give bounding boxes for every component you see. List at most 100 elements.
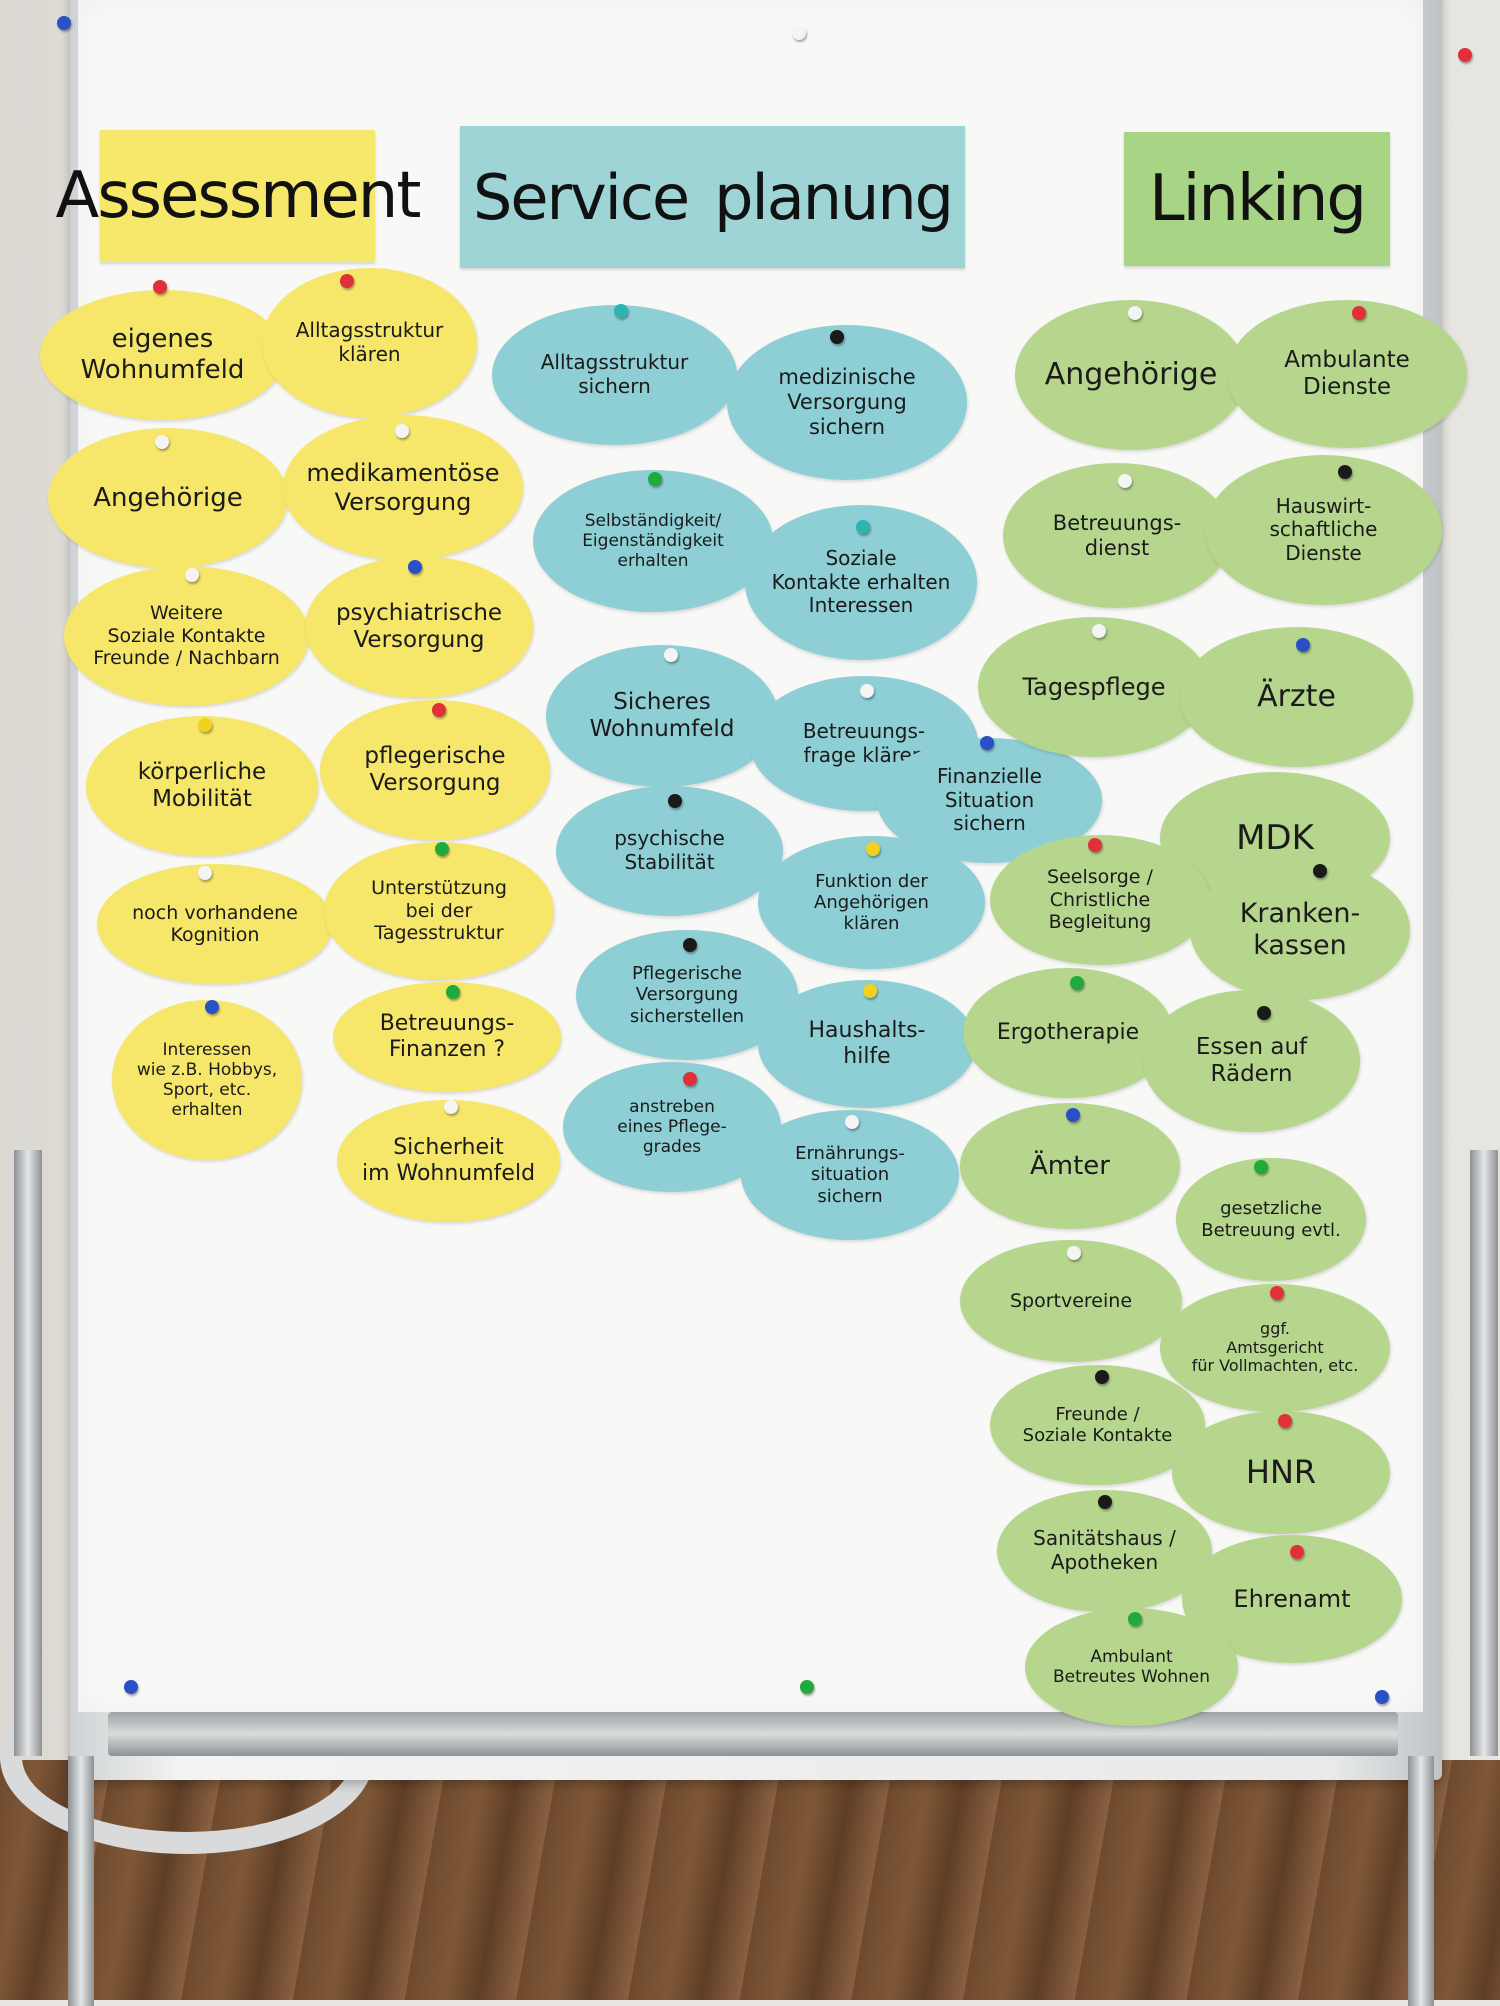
pushpin-icon	[435, 842, 449, 856]
pushpin-icon	[980, 736, 994, 750]
linking-note: Sportvereine	[960, 1240, 1182, 1362]
pushpin-icon	[1296, 638, 1310, 652]
pushpin-icon	[1257, 1006, 1271, 1020]
linking-note: ggf. Amtsgericht für Vollmachten, etc.	[1160, 1284, 1390, 1412]
pushpin-icon	[866, 842, 880, 856]
pushpin-icon	[1066, 1108, 1080, 1122]
linking-note: Ambulant Betreutes Wohnen	[1025, 1608, 1238, 1726]
pushpin-icon	[408, 560, 422, 574]
linking-note: Ämter	[960, 1103, 1180, 1229]
service-note: medizinische Versorgung sichern	[727, 325, 967, 480]
assessment-note: Weitere Soziale Kontakte Freunde / Nachb…	[64, 566, 309, 706]
linking-note: Sanitätshaus / Apotheken	[997, 1490, 1212, 1612]
pushpin-icon	[432, 703, 446, 717]
flipchart-right-post	[1470, 1150, 1498, 1756]
pushpin-icon	[863, 984, 877, 998]
assessment-note: Interessen wie z.B. Hobbys, Sport, etc. …	[112, 1000, 302, 1160]
pushpin-icon	[845, 1115, 859, 1129]
linking-note: Seelsorge / Christliche Begleitung	[990, 835, 1210, 965]
pushpin-icon	[1070, 976, 1084, 990]
pushpin-icon	[830, 330, 844, 344]
pushpin-icon	[153, 280, 167, 294]
pushpin-icon	[664, 648, 678, 662]
pushpin-icon	[1254, 1160, 1268, 1174]
pushpin-icon	[1290, 1545, 1304, 1559]
pushpin-icon	[1118, 474, 1132, 488]
header-assessment-label: Assessment	[55, 159, 422, 233]
linking-note: Hauswirt- schaftliche Dienste	[1205, 455, 1442, 605]
assessment-note: Unterstützung bei der Tagesstruktur	[324, 842, 554, 980]
linking-note: Betreuungs- dienst	[1003, 463, 1231, 608]
service-note: psychische Stabilität	[556, 786, 783, 916]
pushpin-icon	[124, 1680, 138, 1694]
header-linking: Linking	[1124, 132, 1390, 266]
linking-note: Ärzte	[1180, 627, 1413, 767]
pushpin-icon	[648, 472, 662, 486]
flipchart-left-leg	[68, 1756, 94, 2006]
service-note: Ernährungs- situation sichern	[741, 1110, 959, 1240]
linking-note: Essen auf Rädern	[1143, 990, 1360, 1132]
service-note: Haushalts- hilfe	[758, 980, 976, 1108]
pushpin-icon	[1270, 1286, 1284, 1300]
header-service-planung: Service planung	[460, 126, 965, 268]
linking-note: Tagespflege	[978, 617, 1210, 757]
pushpin-icon	[395, 424, 409, 438]
pushpin-icon	[57, 16, 71, 30]
pushpin-icon	[1338, 465, 1352, 479]
assessment-note: Betreuungs- Finanzen ?	[333, 982, 561, 1092]
linking-note: Ambulante Dienste	[1227, 300, 1467, 448]
pushpin-icon	[1067, 1246, 1081, 1260]
assessment-note: eigenes Wohnumfeld	[40, 290, 285, 420]
pushpin-icon	[198, 718, 212, 732]
header-linking-label: Linking	[1148, 162, 1367, 236]
whiteboard-tray	[108, 1712, 1398, 1756]
header-service-label-1: Service	[473, 160, 690, 234]
pushpin-icon	[668, 794, 682, 808]
pushpin-icon	[198, 866, 212, 880]
assessment-note: psychiatrische Versorgung	[305, 556, 533, 698]
pushpin-icon	[683, 938, 697, 952]
pushpin-icon	[614, 304, 628, 318]
pushpin-icon	[1095, 1370, 1109, 1384]
linking-note: Ergotherapie	[963, 968, 1173, 1098]
service-note: Sicheres Wohnumfeld	[546, 645, 778, 787]
flipchart-left-post	[14, 1150, 42, 1756]
linking-note: Freunde / Soziale Kontakte	[990, 1365, 1205, 1485]
linking-note: gesetzliche Betreuung evtl.	[1176, 1158, 1366, 1281]
pushpin-icon	[860, 684, 874, 698]
pushpin-icon	[800, 1680, 814, 1694]
pushpin-icon	[185, 568, 199, 582]
pushpin-icon	[683, 1072, 697, 1086]
pushpin-icon	[1313, 864, 1327, 878]
assessment-note: medikamentöse Versorgung	[283, 415, 523, 560]
pushpin-icon	[1458, 48, 1472, 62]
service-note: Selbständigkeit/ Eigenständigkeit erhalt…	[533, 470, 773, 612]
linking-note: Kranken- kassen	[1190, 860, 1410, 1000]
pushpin-icon	[444, 1100, 458, 1114]
pushpin-icon	[155, 435, 169, 449]
assessment-note: noch vorhandene Kognition	[97, 864, 333, 984]
assessment-note: körperliche Mobilität	[86, 716, 318, 856]
flipchart-right-leg	[1408, 1756, 1434, 2006]
pushpin-icon	[1128, 1612, 1142, 1626]
assessment-note: pflegerische Versorgung	[320, 700, 550, 840]
assessment-note: Angehörige	[48, 428, 288, 568]
pushpin-icon	[1128, 306, 1142, 320]
pushpin-icon	[446, 985, 460, 999]
pushpin-icon	[205, 1000, 219, 1014]
service-note: Alltagsstruktur sichern	[492, 305, 737, 445]
assessment-note: Alltagsstruktur klären	[262, 268, 477, 418]
linking-note: Angehörige	[1015, 300, 1247, 450]
linking-note: HNR	[1172, 1411, 1390, 1534]
assessment-note: Sicherheit im Wohnumfeld	[337, 1100, 560, 1222]
header-assessment: Assessment	[56, 130, 421, 262]
pushpin-icon	[1092, 624, 1106, 638]
service-note: Funktion der Angehörigen klären	[758, 836, 985, 969]
pushpin-icon	[1098, 1495, 1112, 1509]
pushpin-icon	[792, 26, 806, 40]
pushpin-icon	[856, 520, 870, 534]
pushpin-icon	[340, 274, 354, 288]
pushpin-icon	[1352, 306, 1366, 320]
pushpin-icon	[1375, 1690, 1389, 1704]
header-service-label-2: planung	[714, 160, 954, 234]
